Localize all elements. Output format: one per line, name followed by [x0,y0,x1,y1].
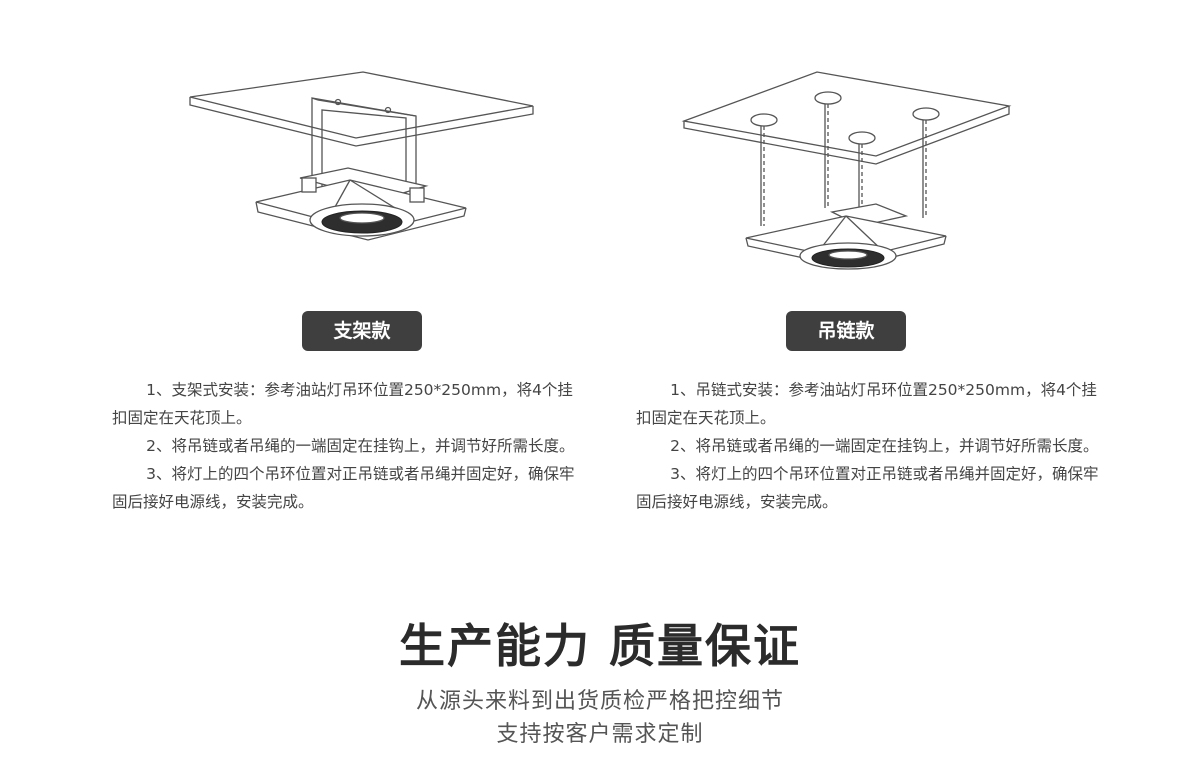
instruction-step-2: 2、将吊链或者吊绳的一端固定在挂钩上，并调节好所需长度。 [146,437,575,455]
bracket-mount-instructions: 1、支架式安装：参考油站灯吊环位置250*250mm，将4个挂扣固定在天花顶上。… [112,376,582,516]
instruction-step-3: 3、将灯上的四个吊环位置对正吊链或者吊绳并固定好，确保牢固后接好电源线，安装完成… [636,465,1099,511]
instruction-step-3: 3、将灯上的四个吊环位置对正吊链或者吊绳并固定好，确保牢固后接好电源线，安装完成… [112,465,575,511]
chain-mount-badge: 吊链款 [786,311,906,351]
bracket-mount-section: 支架款 1、支架式安装：参考油站灯吊环位置250*250mm，将4个挂扣固定在天… [0,0,600,560]
instruction-step-2: 2、将吊链或者吊绳的一端固定在挂钩上，并调节好所需长度。 [670,437,1099,455]
production-quality-headline: 生产能力 质量保证 [398,619,801,673]
instruction-step-1: 1、吊链式安装：参考油站灯吊环位置250*250mm，将4个挂扣固定在天花顶上。 [636,381,1097,427]
bracket-mount-badge: 支架款 [302,311,422,351]
chain-mount-instructions: 1、吊链式安装：参考油站灯吊环位置250*250mm，将4个挂扣固定在天花顶上。… [636,376,1106,516]
instruction-step-1: 1、支架式安装：参考油站灯吊环位置250*250mm，将4个挂扣固定在天花顶上。 [112,381,573,427]
chain-mount-illustration [681,71,1012,270]
chain-mount-section: 吊链款 1、吊链式安装：参考油站灯吊环位置250*250mm，将4个挂扣固定在天… [600,0,1200,560]
quality-control-subline: 从源头来料到出货质检严格把控细节 [415,689,784,714]
customization-subline: 支持按客户需求定制 [496,722,704,747]
bracket-mount-illustration [189,71,534,241]
